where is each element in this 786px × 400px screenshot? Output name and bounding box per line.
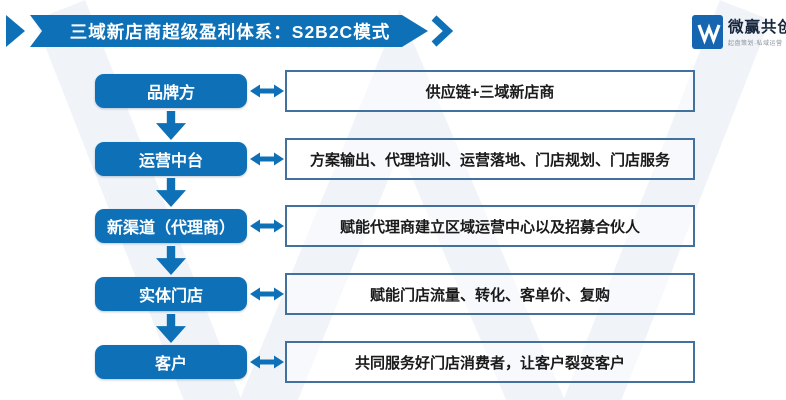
stage-box: 客户 <box>95 345 247 379</box>
title-banner: 三域新店商超级盈利体系：S2B2C模式 <box>5 14 457 48</box>
bidirectional-arrow-icon <box>250 355 284 369</box>
detail-label: 方案输出、代理培训、运营落地、门店规划、门店服务 <box>309 151 670 169</box>
logo-tagline: 起盘策划·私域运营 <box>728 41 783 47</box>
flow-row: 实体门店 赋能门店流量、转化、客单价、复购 <box>0 273 786 315</box>
detail-box: 赋能门店流量、转化、客单价、复购 <box>285 273 695 315</box>
stage-box: 实体门店 <box>95 277 247 311</box>
down-arrow-icon <box>156 178 186 207</box>
logo-mark <box>692 15 723 49</box>
logo: 微赢共创 起盘策划·私域运营 <box>692 15 786 53</box>
stage-label: 品牌方 <box>146 85 195 102</box>
detail-box: 供应链+三域新店商 <box>285 70 695 112</box>
stage-label: 客户 <box>154 356 187 373</box>
detail-box: 方案输出、代理培训、运营落地、门店规划、门店服务 <box>285 138 695 180</box>
page-title: 三域新店商超级盈利体系：S2B2C模式 <box>69 21 391 42</box>
flow-row: 新渠道（代理商） 赋能代理商建立区域运营中心以及招募合伙人 <box>0 205 786 247</box>
stage-box: 品牌方 <box>95 74 247 108</box>
stage-label: 运营中台 <box>138 153 203 170</box>
down-arrow-icon <box>156 314 186 343</box>
bidirectional-arrow-icon <box>250 84 284 98</box>
bidirectional-arrow-icon <box>250 152 284 166</box>
flow-row: 客户 共同服务好门店消费者，让客户裂变客户 <box>0 341 786 383</box>
stage-label: 新渠道（代理商） <box>106 220 235 237</box>
down-arrow-icon <box>156 246 186 275</box>
flow-row: 运营中台 方案输出、代理培训、运营落地、门店规划、门店服务 <box>0 138 786 180</box>
detail-label: 赋能门店流量、转化、客单价、复购 <box>369 286 610 304</box>
w-monogram-icon <box>697 23 721 45</box>
bidirectional-arrow-icon <box>250 287 284 301</box>
detail-label: 供应链+三域新店商 <box>425 83 555 101</box>
detail-box: 赋能代理商建立区域运营中心以及招募合伙人 <box>285 205 695 247</box>
logo-text: 微赢共创 起盘策划·私域运营 <box>728 15 786 53</box>
detail-label: 赋能代理商建立区域运营中心以及招募合伙人 <box>339 218 640 236</box>
detail-label: 共同服务好门店消费者，让客户裂变客户 <box>354 354 625 372</box>
title-banner-ribbon-icon <box>6 15 454 47</box>
bidirectional-arrow-icon <box>250 219 284 233</box>
logo-name: 微赢共创 <box>728 19 786 36</box>
detail-box: 共同服务好门店消费者，让客户裂变客户 <box>285 341 695 383</box>
stage-label: 实体门店 <box>138 288 203 305</box>
stage-box: 新渠道（代理商） <box>95 209 247 243</box>
stage-box: 运营中台 <box>95 142 247 176</box>
down-arrow-icon <box>156 111 186 140</box>
flow-row: 品牌方 供应链+三域新店商 <box>0 70 786 112</box>
